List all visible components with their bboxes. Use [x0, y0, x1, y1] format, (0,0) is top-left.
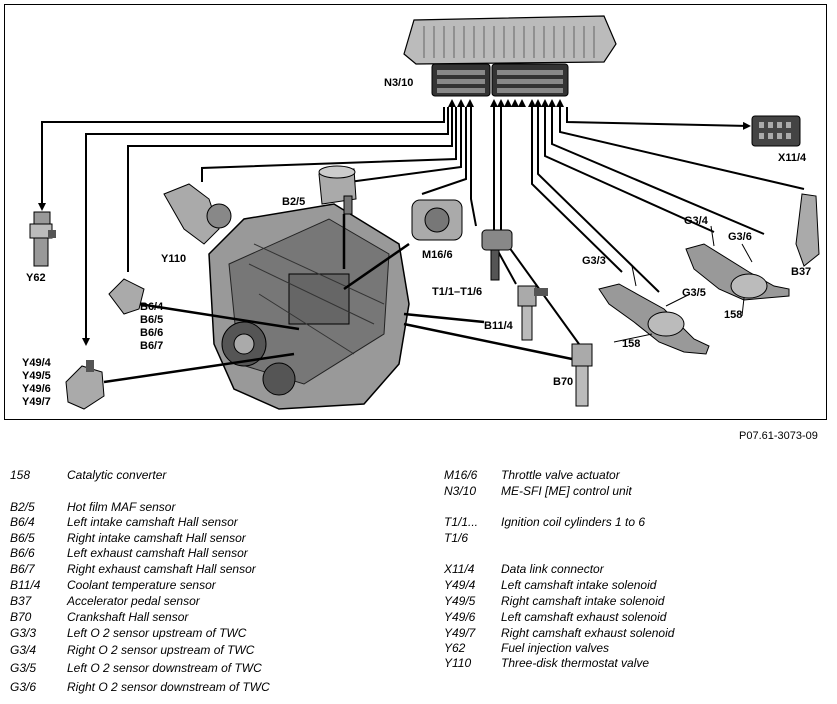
- legend-desc: Fuel injection valves: [501, 641, 610, 655]
- cam-solenoid-y49: [65, 360, 105, 410]
- legend-code: Y62: [444, 641, 466, 655]
- accel-pedal-b37: [795, 193, 820, 267]
- legend-code: G3/4: [10, 643, 37, 657]
- label-b2-5: B2/5: [282, 196, 305, 208]
- legend-code: T1/1...: [444, 515, 479, 529]
- label-b6-4: B6/4: [140, 301, 164, 313]
- catalytic-converter-left: [598, 283, 710, 355]
- legend-desc: Three-disk thermostat valve: [501, 656, 650, 670]
- thermostat-y110: [163, 183, 232, 245]
- legend-desc: Catalytic converter: [67, 468, 167, 482]
- legend-code: G3/6: [10, 680, 37, 694]
- catalytic-converter-right: [685, 243, 790, 301]
- coolant-sensor-b11-4: [517, 285, 548, 341]
- label-x11-4: X11/4: [778, 152, 807, 164]
- ecu-n3-10: [403, 15, 617, 97]
- label-b6-6: B6/6: [140, 327, 163, 339]
- label-y49-4: Y49/4: [22, 357, 52, 369]
- legend-desc: Left camshaft intake solenoid: [501, 578, 657, 592]
- throttle-m16-6: [411, 199, 463, 241]
- legend-code: B6/6: [10, 546, 35, 560]
- legend-code: B11/4: [10, 578, 41, 592]
- legend-code: Y49/5: [444, 594, 476, 608]
- legend-desc: Right camshaft exhaust solenoid: [501, 626, 675, 640]
- label-n3-10: N3/10: [384, 77, 413, 89]
- legend-code: Y49/6: [444, 610, 476, 624]
- crankshaft-sensor-b70: [571, 343, 593, 407]
- legend-right: M16/6 Throttle valve actuator N3/10 ME-SFI…: [444, 468, 834, 670]
- label-158-left: 158: [622, 338, 640, 350]
- legend-desc: Hot film MAF sensor: [67, 500, 176, 514]
- label-y49-5: Y49/5: [22, 370, 51, 382]
- engine-wiring-diagram: N3/10 Y62 Y110 B2/5 M16/6 T1/1–T1/6 B11/…: [22, 15, 820, 410]
- legend-desc: Left camshaft exhaust solenoid: [501, 610, 667, 624]
- legend-code: T1/6: [444, 531, 469, 545]
- o2-sensor-pointers: [613, 225, 753, 343]
- label-y49-6: Y49/6: [22, 383, 51, 395]
- legend-code: 158: [10, 468, 31, 482]
- label-y62: Y62: [26, 272, 46, 284]
- label-g3-6: G3/6: [728, 231, 752, 243]
- diagram-frame: [4, 4, 827, 420]
- legend-code: M16/6: [444, 468, 478, 482]
- label-g3-4: G3/4: [684, 215, 709, 227]
- legend-code: Y49/4: [444, 578, 476, 592]
- legend-desc: Right intake camshaft Hall sensor: [67, 531, 246, 545]
- legend-desc: Right O 2 sensor upstream of TWC: [67, 643, 255, 657]
- legend-code: B70: [10, 610, 32, 624]
- label-t1: T1/1–T1/6: [432, 286, 482, 298]
- cam-sensor-b6: [108, 278, 145, 315]
- legend-desc: Crankshaft Hall sensor: [67, 610, 189, 624]
- engine-block: [208, 203, 410, 410]
- label-b6-7: B6/7: [140, 340, 163, 352]
- legend-code: B6/5: [10, 531, 35, 545]
- legend-code: G3/3: [10, 626, 37, 640]
- fuel-injector-y62: [29, 211, 56, 267]
- figure-reference: P07.61-3073-09: [739, 430, 818, 442]
- ignition-coil-t1: [481, 229, 513, 281]
- label-y110: Y110: [161, 253, 186, 265]
- legend-desc: Accelerator pedal sensor: [67, 594, 200, 608]
- label-b37: B37: [791, 266, 811, 278]
- legend-left: 158 Catalytic converter B2/5 Hot film MAF …: [10, 468, 410, 698]
- legend-code: G3/5: [10, 661, 37, 675]
- legend-code: Y49/7: [444, 626, 476, 640]
- legend-desc: Data link connector: [501, 562, 604, 576]
- legend-code: N3/10: [444, 484, 477, 498]
- legend-desc: Right exhaust camshaft Hall sensor: [67, 562, 256, 576]
- legend-desc: Right camshaft intake solenoid: [501, 594, 665, 608]
- legend-desc: Coolant temperature sensor: [67, 578, 216, 592]
- label-m16-6: M16/6: [422, 249, 453, 261]
- legend-desc: Left O 2 sensor downstream of TWC: [67, 661, 262, 675]
- label-y49-7: Y49/7: [22, 396, 51, 408]
- label-158-right: 158: [724, 309, 742, 321]
- ecu-input-arrows: [448, 99, 564, 107]
- maf-sensor-b2-5: [318, 165, 357, 215]
- legend-desc: Right O 2 sensor downstream of TWC: [67, 680, 270, 694]
- wire-harness: [38, 107, 805, 346]
- label-g3-3: G3/3: [582, 255, 606, 267]
- label-b70: B70: [553, 376, 573, 388]
- legend-code: X11/4: [444, 562, 475, 576]
- legend-desc: Ignition coil cylinders 1 to 6: [501, 515, 646, 529]
- legend-desc: Throttle valve actuator: [501, 468, 620, 482]
- legend-code: B6/4: [10, 515, 35, 529]
- legend-code: B37: [10, 594, 32, 608]
- legend-code: B2/5: [10, 500, 35, 514]
- legend-desc: Left exhaust camshaft Hall sensor: [67, 546, 248, 560]
- legend-code: Y110: [444, 656, 472, 670]
- legend-code: B6/7: [10, 562, 35, 576]
- dlc-x11-4: [751, 115, 801, 147]
- legend-desc: Left intake camshaft Hall sensor: [67, 515, 238, 529]
- label-b11-4: B11/4: [484, 320, 514, 332]
- legend-desc: ME-SFI [ME] control unit: [501, 484, 632, 498]
- label-b6-5: B6/5: [140, 314, 163, 326]
- label-g3-5: G3/5: [682, 287, 706, 299]
- component-pointers: [103, 214, 573, 384]
- legend-desc: Left O 2 sensor upstream of TWC: [67, 626, 247, 640]
